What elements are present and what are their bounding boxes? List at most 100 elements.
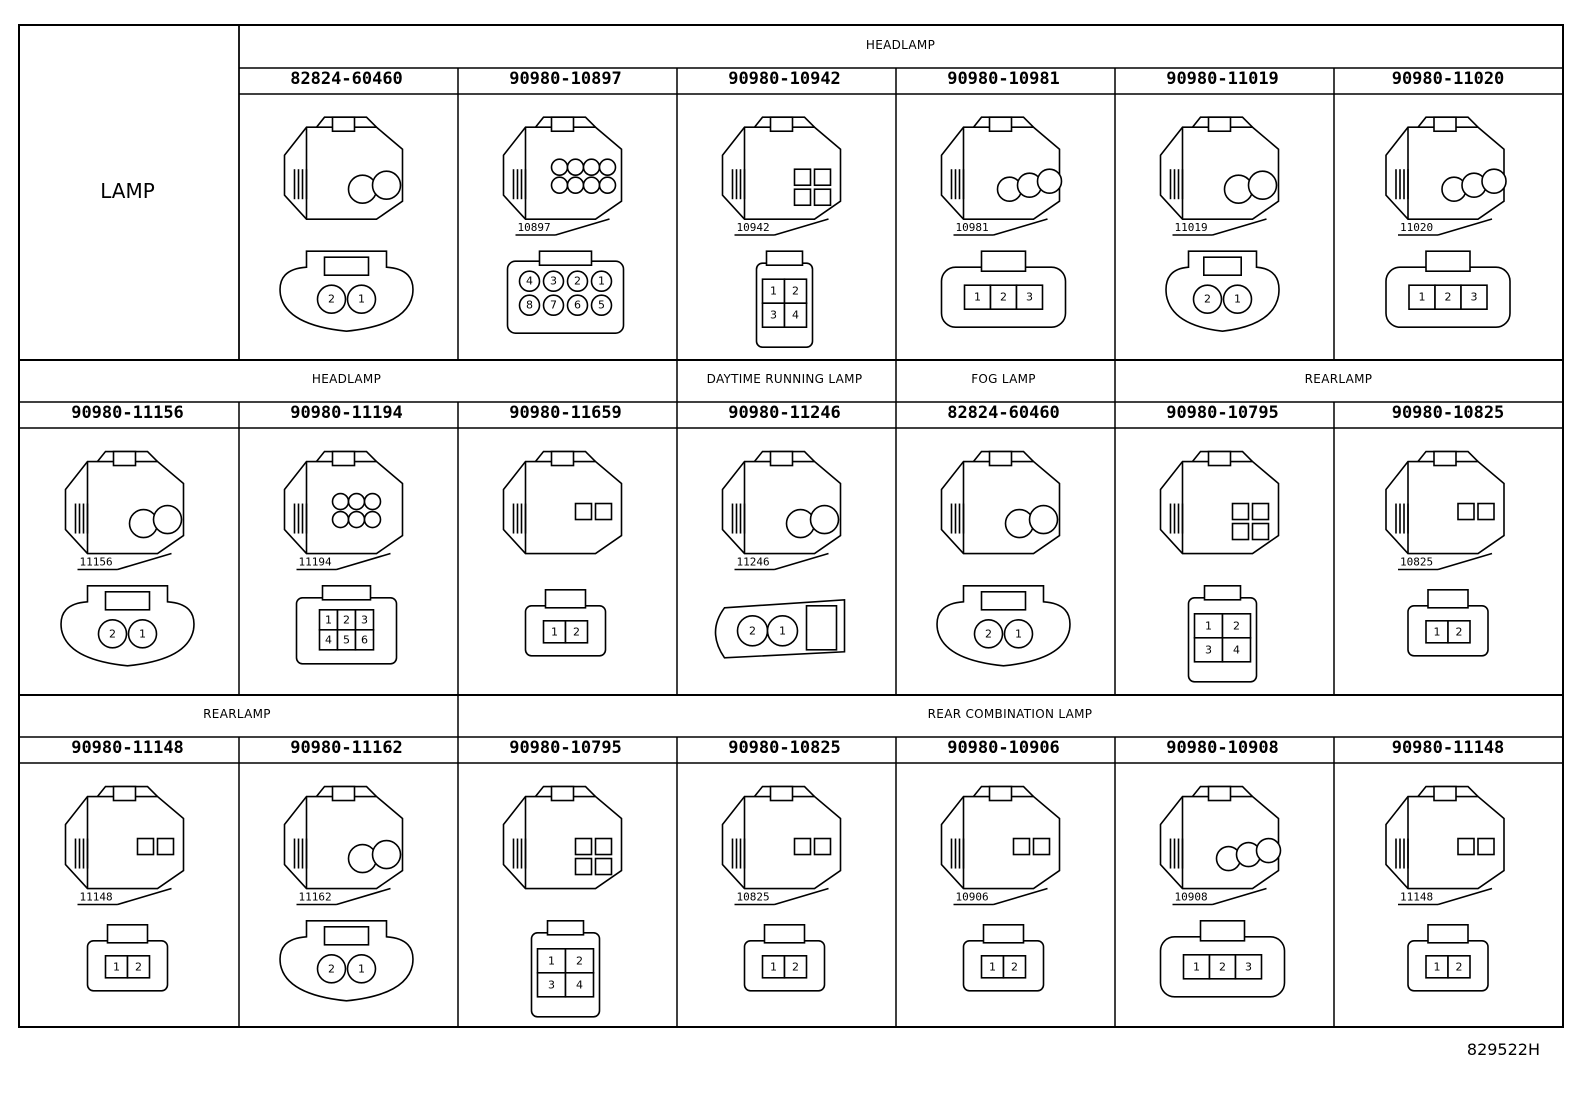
pin-number: 2 [1000,291,1007,304]
pin-number: 1 [1434,960,1441,973]
connector-group-label: FOG LAMP [971,372,1036,386]
part-number: 90980-10981 [947,69,1060,89]
lamp-label: LAMP [100,179,155,203]
part-number: 90980-11148 [1391,738,1505,758]
part-number: 90980-11019 [1166,69,1279,89]
reference-tag: 11156 [80,556,113,569]
pin-number: 3 [1205,643,1212,656]
pin-number: 7 [550,299,557,312]
connector-group-label: REARLAMP [203,707,271,721]
pin-number: 2 [343,613,350,626]
connector-body-drawing [1385,450,1505,555]
pin-number: 3 [1245,960,1252,973]
connector-illustration: 1 2 3 10908 [1115,763,1330,1026]
pin-number: 2 [135,960,142,973]
pin-number: 4 [792,309,799,322]
connector-body-drawing [721,116,842,221]
part-number: 90980-10795 [1166,403,1279,423]
connector-body-drawing [940,116,1063,221]
pin-number: 2 [792,285,799,298]
connector-body-drawing [502,116,623,221]
part-number: 90980-11156 [71,403,184,423]
part-number: 90980-11246 [728,403,841,423]
pin-number: 2 [574,275,581,288]
pin-number: 2 [328,962,335,975]
pin-number: 1 [325,613,332,626]
pin-number: 2 [1233,619,1240,632]
pin-number: 2 [985,627,992,640]
part-number: 90980-10908 [1166,738,1279,758]
pin-number: 1 [113,960,120,973]
table-grid [20,26,1564,1028]
reference-tag: 11019 [1175,221,1208,234]
pin-number: 6 [574,299,581,312]
reference-tag: 10897 [518,221,551,234]
connector-body-drawing [1385,785,1505,890]
pin-number: 5 [343,633,350,646]
reference-tag: 11020 [1400,221,1433,234]
part-number: 90980-10825 [1391,403,1505,423]
pin-number: 1 [1015,627,1022,640]
pin-number: 3 [548,978,555,991]
pin-number: 1 [358,293,365,306]
connector-body-drawing [1159,450,1280,555]
part-number: 90980-11020 [1391,69,1505,89]
reference-tag: 11246 [737,556,770,569]
document-code: 829522H [1466,1040,1540,1059]
pin-number: 2 [1219,960,1226,973]
part-number: 90980-10906 [947,738,1060,758]
reference-tag: 10981 [956,221,989,234]
part-number: 90980-10897 [509,69,622,89]
connector-body-drawing [502,785,623,890]
pin-number: 1 [1193,960,1200,973]
connector-body-drawing [283,785,404,890]
pin-number: 2 [1011,960,1018,973]
pin-number: 1 [551,625,558,638]
part-number: 90980-11194 [290,403,403,423]
part-number: 90980-10825 [728,738,841,758]
pin-number: 5 [598,299,605,312]
connector-group-label: REAR COMBINATION LAMP [927,707,1093,721]
pin-number: 1 [358,962,365,975]
connector-body-drawing [1385,116,1507,221]
connector-body-drawing [1159,116,1280,221]
pin-number: 2 [792,960,799,973]
pin-number: 1 [989,960,996,973]
reference-tag: 10908 [1175,891,1208,904]
pin-number: 3 [550,275,557,288]
connector-group-label: HEADLAMP [865,38,936,52]
pin-number: 3 [1471,291,1478,304]
pin-number: 6 [361,633,368,646]
pin-number: 1 [1205,619,1212,632]
part-number: 90980-11148 [71,738,184,758]
reference-tag: 11148 [1400,891,1433,904]
reference-tag: 10825 [1400,556,1433,569]
pin-number: 1 [1419,291,1426,304]
connector-table [18,24,1564,1028]
